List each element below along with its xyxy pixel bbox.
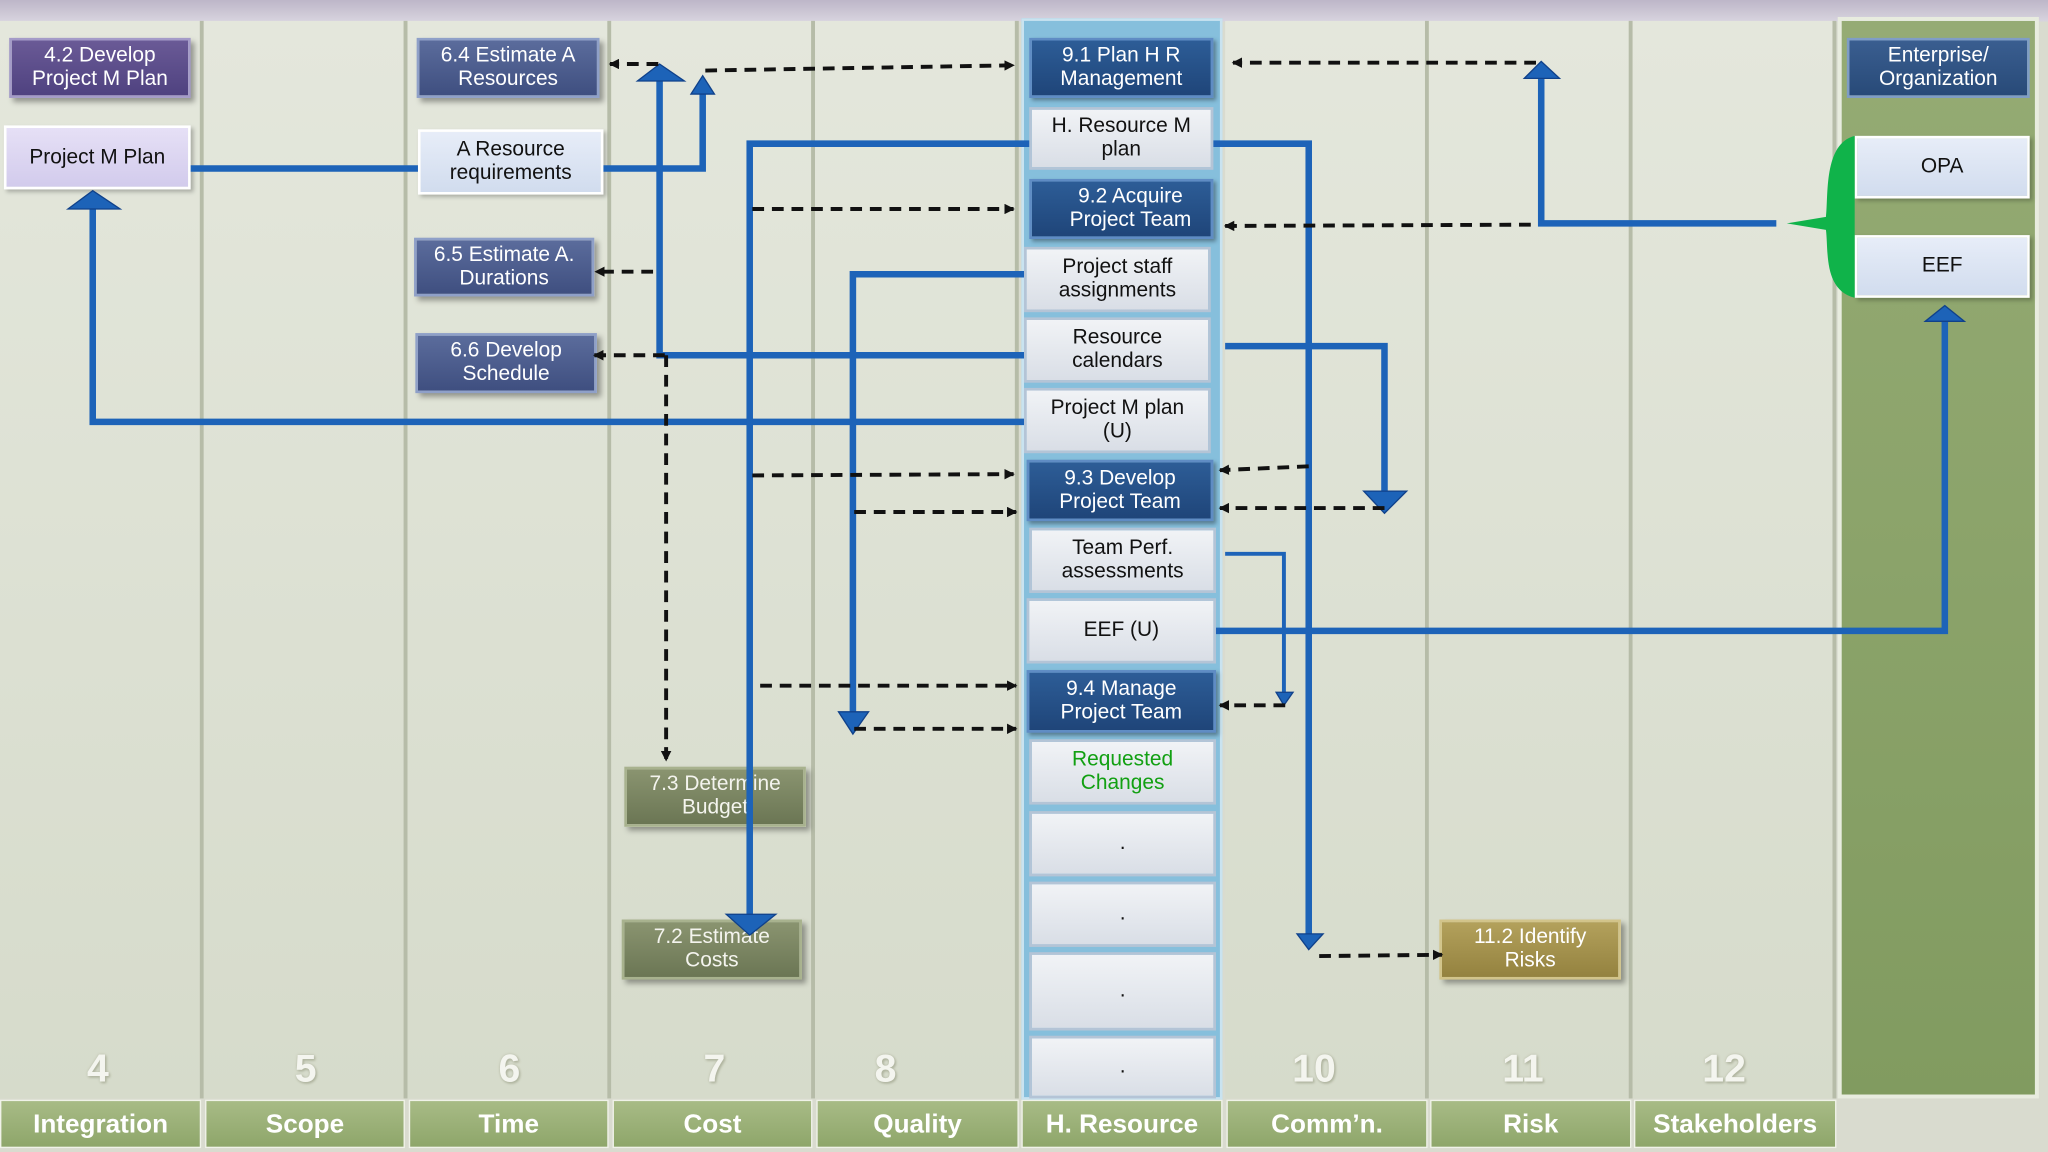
column-scope [203,20,408,1099]
arrowhead-staff-94 [837,711,870,736]
doc-eef-updates[interactable]: EEF (U) [1026,598,1216,664]
column-stakeholders [1632,20,1837,1099]
flow-pmplan-update [89,208,1024,426]
column-communications [1225,20,1429,1099]
doc-placeholder-4: . [1029,1035,1216,1099]
flow-resreq-to-64 [603,88,706,172]
flow-teamperf-to-94 [1225,551,1286,693]
process-9-4-manage-project-team[interactable]: 9.4 Manage Project Team [1026,670,1216,733]
process-6-4-estimate-resources[interactable]: 6.4 Estimate A Resources [416,37,600,98]
column-number-8: 8 [874,1047,897,1091]
dashed-to-112 [1319,949,1444,961]
column-label-stakeholders[interactable]: Stakeholders [1633,1099,1837,1149]
column-cost [611,20,816,1099]
doc-placeholder-3: . [1029,952,1216,1031]
arrowhead-resreq-64 [689,74,716,95]
flow-staff-to-94 [849,271,1024,712]
process-4-2-develop-pm-plan[interactable]: 4.2 Develop Project M Plan [9,37,191,98]
flow-hrplan-to-comm [1213,140,1312,934]
column-number-10: 10 [1292,1047,1336,1091]
process-9-2-acquire-project-team[interactable]: 9.2 Acquire Project Team [1029,178,1214,240]
arrowhead-calendars-93 [1362,490,1409,515]
column-number-12: 12 [1702,1047,1746,1091]
column-label-integration[interactable]: Integration [0,1099,202,1149]
column-number-7: 7 [703,1047,726,1091]
column-number-11: 11 [1502,1047,1544,1091]
flow-calendars-to-time [656,80,1024,359]
process-6-6-develop-schedule[interactable]: 6.6 Develop Schedule [415,333,597,394]
doc-placeholder-2: . [1029,881,1216,947]
doc-opa[interactable]: OPA [1854,135,2030,199]
doc-resource-calendars[interactable]: Resource calendars [1023,317,1211,383]
column-number-6: 6 [498,1047,521,1091]
process-9-3-develop-project-team[interactable]: 9.3 Develop Project Team [1026,459,1214,522]
doc-eef[interactable]: EEF [1854,235,2030,298]
arrowhead-opa-91 [1522,60,1562,80]
column-label-communications[interactable]: Comm’n. [1226,1099,1428,1149]
doc-team-performance-assessments[interactable]: Team Perf. assessments [1029,527,1216,593]
process-9-1-plan-hr-management[interactable]: 9.1 Plan H R Management [1029,37,1214,98]
column-number-5: 5 [294,1047,317,1091]
arrowhead-comm-112 [1295,933,1325,951]
column-label-cost[interactable]: Cost [612,1099,813,1149]
column-label-quality[interactable]: Quality [816,1099,1019,1149]
flow-hrplan-to-cost [746,140,1030,915]
arrowhead-eefu-eef [1923,304,1967,322]
column-label-hr[interactable]: H. Resource [1021,1099,1223,1149]
column-label-time[interactable]: Time [408,1099,609,1149]
doc-placeholder-1: . [1029,811,1216,877]
column-risk [1428,20,1633,1099]
dashed-92-right [1223,220,1531,232]
flow-eefu-to-eef [1215,319,1949,635]
arrowhead-integration [65,189,123,210]
column-quality [815,20,1019,1099]
doc-resource-requirements[interactable]: A Resource requirements [417,129,604,195]
doc-hr-management-plan[interactable]: H. Resource M plan [1029,107,1214,170]
arrowhead-calendars-64 [635,63,687,82]
doc-requested-changes[interactable]: Requested Changes [1029,739,1216,805]
process-7-3-determine-budget[interactable]: 7.3 Determine Budget [624,766,806,827]
doc-project-staff-assignments[interactable]: Project staff assignments [1023,246,1211,313]
column-label-scope[interactable]: Scope [205,1099,405,1149]
dashed-93-right-a [1218,464,1309,476]
flow-opa-to-91 [1537,75,1777,227]
dashed-to-93-a [752,468,1015,480]
column-label-risk[interactable]: Risk [1430,1099,1632,1149]
process-11-2-identify-risks[interactable]: 11.2 Identify Risks [1439,919,1621,980]
process-7-2-estimate-costs[interactable]: 7.2 Estimate Costs [621,919,802,980]
doc-project-m-plan-updates[interactable]: Project M plan (U) [1023,387,1211,454]
arrowhead-teamperf-94 [1274,691,1295,707]
process-6-5-estimate-durations[interactable]: 6.5 Estimate A. Durations [414,237,595,297]
doc-project-m-plan[interactable]: Project M Plan [3,125,191,190]
column-time [407,20,612,1099]
enterprise-organization-header: Enterprise/ Organization [1846,37,2030,98]
arrowhead-cost-72 [724,913,778,937]
dashed-91-to-64 [705,60,1015,73]
opa-eef-bracket [1786,135,1855,298]
flow-calendars-to-93 [1225,342,1388,494]
column-number-4: 4 [87,1047,109,1091]
